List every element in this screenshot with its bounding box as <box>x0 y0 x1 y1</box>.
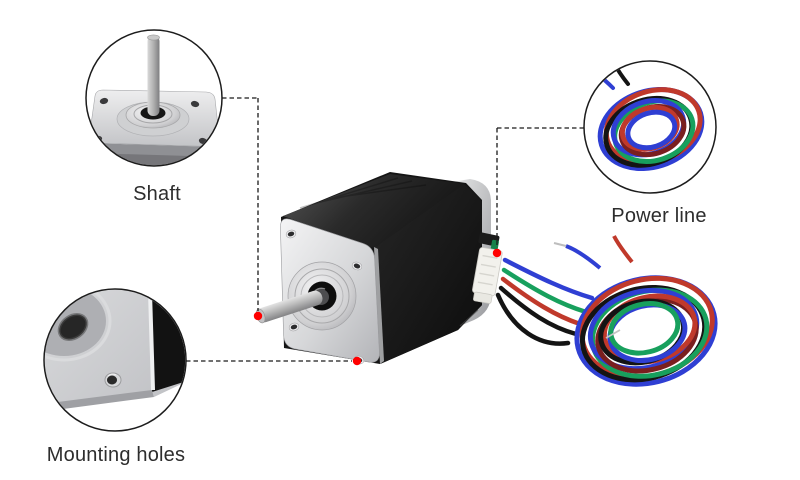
wire-coil <box>553 235 718 387</box>
leader-lines <box>186 97 584 362</box>
motor-photo <box>255 172 718 387</box>
marker-dots <box>253 248 502 366</box>
motor-lead-wires <box>495 257 595 346</box>
power-line-marker-dot <box>492 248 502 258</box>
power-line-callout-ring <box>583 60 717 194</box>
mounting-holes-callout-ring <box>43 288 187 432</box>
shaft-marker-dot <box>253 311 263 321</box>
mounting-hole-bottom-left <box>288 322 300 332</box>
shaft-leader-line <box>222 97 259 311</box>
mounting-hole-top-left <box>285 229 297 239</box>
power-line-leader-line <box>496 127 584 248</box>
mounting-holes-callout <box>43 288 187 432</box>
power-line-callout <box>583 60 717 194</box>
mounting-holes-label: Mounting holes <box>46 444 186 466</box>
mounting-hole-top-right <box>351 261 363 271</box>
shaft-label: Shaft <box>133 183 181 205</box>
mounting-holes-marker-dot <box>352 356 362 366</box>
motor-body <box>281 172 482 364</box>
shaft-callout <box>85 29 223 167</box>
shaft-callout-ring <box>85 29 223 167</box>
motor-front-plate <box>280 218 384 365</box>
power-line-label: Power line <box>611 205 707 227</box>
